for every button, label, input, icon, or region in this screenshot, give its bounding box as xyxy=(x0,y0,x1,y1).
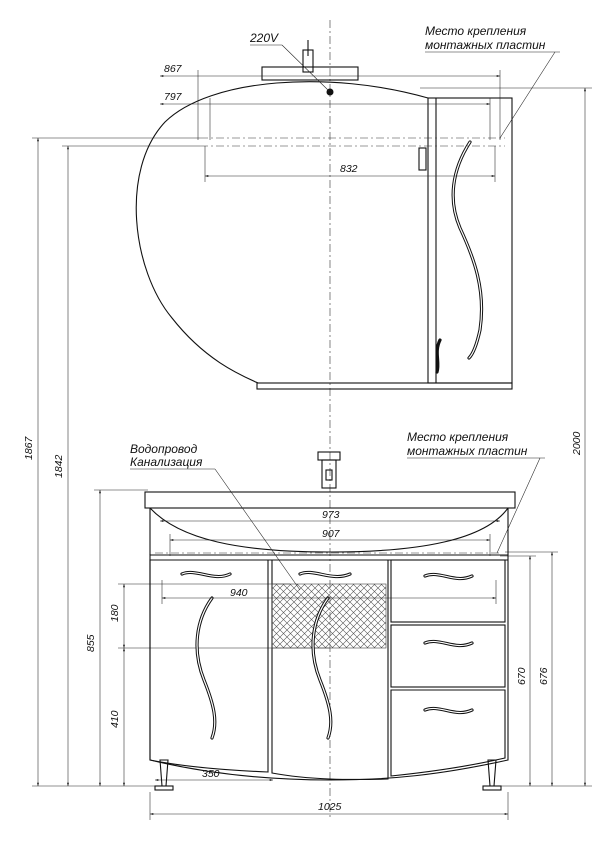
dim-867: 867 xyxy=(164,63,183,75)
vanity-unit xyxy=(144,451,516,791)
handle-drawer-top-hl xyxy=(424,573,473,580)
dim-676: 676 xyxy=(538,667,550,685)
faucet-spout xyxy=(325,469,333,481)
label-220v: 220V xyxy=(249,31,279,45)
cabinet-hinge xyxy=(418,147,427,171)
dim-855: 855 xyxy=(85,634,97,652)
handle-middle-door-hl xyxy=(312,597,332,739)
faucet-head xyxy=(317,451,341,461)
cabinet-handle xyxy=(451,140,484,360)
drawer-middle xyxy=(390,624,506,688)
top-dimensions xyxy=(160,70,501,182)
drawer-top xyxy=(390,559,506,623)
left-door xyxy=(149,559,269,773)
vanity-dimensions xyxy=(149,520,509,820)
handle-middle-top-hl xyxy=(299,571,351,578)
mirror-shelf xyxy=(256,382,513,390)
plumbing-zone xyxy=(271,583,387,649)
drawer-bottom xyxy=(390,689,506,777)
dim-180: 180 xyxy=(109,604,121,622)
label-water-2: Канализация xyxy=(130,455,203,469)
dim-350: 350 xyxy=(202,768,220,780)
label-mount-top-1: Место крепления xyxy=(425,24,527,38)
mirror-outline xyxy=(135,81,429,384)
label-water-1: Водопровод xyxy=(130,442,198,456)
dim-940: 940 xyxy=(230,587,248,599)
dim-1025: 1025 xyxy=(318,801,342,813)
lamp-body xyxy=(261,66,359,81)
dim-2000: 2000 xyxy=(571,431,583,456)
left-dimensions xyxy=(32,137,330,787)
basin-top xyxy=(144,491,516,509)
dim-1867: 1867 xyxy=(23,435,35,460)
dim-907: 907 xyxy=(322,528,341,540)
dim-670: 670 xyxy=(516,667,528,685)
handle-left-door-hl xyxy=(196,597,216,739)
cabinet-handle-small xyxy=(435,338,442,374)
label-mount-bottom-2: монтажных пластин xyxy=(407,444,528,458)
right-dimensions xyxy=(420,87,592,787)
handle-drawer-bottom-hl xyxy=(424,707,473,714)
middle-door xyxy=(271,559,389,781)
faucet-body xyxy=(321,459,337,489)
basin-bowl xyxy=(149,507,509,553)
handle-left-top-hl xyxy=(181,571,231,578)
dim-973: 973 xyxy=(322,509,340,521)
dim-797: 797 xyxy=(164,91,183,103)
mirror-cabinet xyxy=(135,40,513,390)
label-mount-bottom-1: Место крепления xyxy=(407,430,509,444)
cabinet-handle-highlight xyxy=(452,141,483,359)
handle-drawer-middle-hl xyxy=(424,640,473,647)
cabinet-body xyxy=(149,554,509,781)
dim-1842: 1842 xyxy=(53,454,65,478)
label-mount-top-2: монтажных пластин xyxy=(425,38,546,52)
dim-410: 410 xyxy=(109,710,121,728)
dim-832: 832 xyxy=(340,163,358,175)
